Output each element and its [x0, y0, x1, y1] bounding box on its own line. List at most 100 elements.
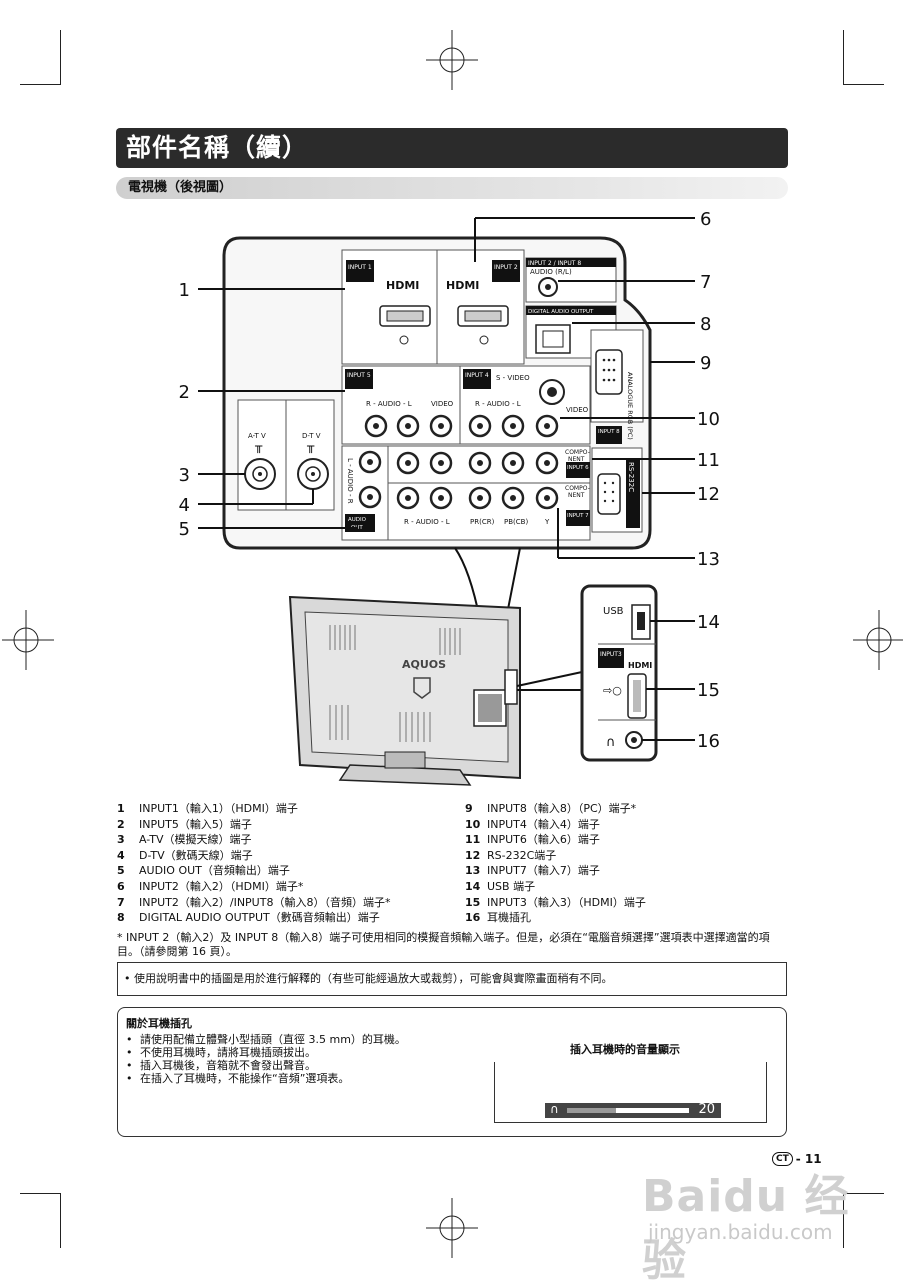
legend-text: INPUT5（輸入5）端子 — [139, 817, 252, 831]
headphone-list: 請使用配備立體聲小型插頭（直徑 3.5 mm）的耳機。 不使用耳機時，請將耳機插… — [126, 1033, 406, 1085]
legend-text: INPUT8（輸入8）（PC）端子* — [487, 802, 637, 815]
volume-display-title: 插入耳機時的音量顯示 — [570, 1043, 680, 1056]
legend-number: 14 — [465, 879, 481, 893]
legend-text: A-TV（模擬天線）端子 — [139, 833, 252, 847]
callout-15: 15 — [697, 680, 720, 701]
crop-mark — [60, 30, 61, 85]
registration-mark-bottom — [426, 1198, 478, 1258]
crop-mark — [843, 84, 884, 85]
legend-text: 耳機插孔 — [487, 911, 531, 925]
legend-item: 5 AUDIO OUT（音頻輸出）端子 — [117, 863, 390, 879]
legend-number: 9 — [465, 802, 473, 815]
list-item: 在插入了耳機時，不能操作“音頻”選項表。 — [126, 1072, 406, 1085]
pb-label: PB(CB) — [504, 518, 528, 526]
input2-label: INPUT 2 — [494, 264, 518, 271]
callout-10: 10 — [697, 409, 720, 430]
input3-badge — [598, 648, 624, 668]
svg-text:╥: ╥ — [306, 439, 315, 453]
page-title: 部件名稱（續） — [116, 128, 788, 168]
legend-number: 13 — [465, 864, 481, 878]
input4-audio-label: R - AUDIO - L — [475, 400, 521, 408]
callout-16: 16 — [697, 731, 720, 752]
callout-1: 1 — [179, 280, 190, 301]
callout-13: 13 — [697, 549, 720, 570]
legend-text: INPUT6（輸入6）端子 — [487, 833, 600, 847]
legend-item: 9 INPUT8（輸入8）（PC）端子* — [465, 801, 646, 817]
callout-11: 11 — [697, 450, 720, 471]
vga-port — [595, 349, 623, 395]
legend-number: 8 — [117, 911, 125, 925]
watermark-brand: Baidu 经验 — [642, 1171, 850, 1286]
crop-mark — [20, 84, 61, 85]
legend-item: 14 USB 端子 — [465, 879, 646, 895]
side-hdmi-logo: HDMI — [628, 661, 652, 670]
digital-audio-output-label: DIGITAL AUDIO OUTPUT — [528, 309, 594, 315]
volume-track — [567, 1108, 689, 1113]
input5-audio-label: R - AUDIO - L — [366, 400, 412, 408]
callout-6: 6 — [700, 209, 711, 230]
legend-text: INPUT4（輸入4）端子 — [487, 817, 600, 831]
page-number: CT - 11 — [772, 1152, 822, 1166]
legend-number: 4 — [117, 848, 125, 862]
footnote: * INPUT 2（輸入2）及 INPUT 8（輸入8）端子可使用相同的模擬音頻… — [117, 931, 770, 958]
legend-number: 2 — [117, 817, 125, 831]
legend-text: INPUT7（輸入7）端子 — [487, 864, 600, 878]
dtv-label: D-T V — [302, 432, 321, 440]
pr-label: PR(CR) — [470, 518, 495, 526]
legend-text: RS-232C端子 — [487, 848, 557, 862]
legend-number: 1 — [117, 802, 125, 815]
s-video-label: S - VIDEO — [496, 374, 530, 382]
crop-mark — [843, 1193, 844, 1248]
input2-input8-label: INPUT 2 / INPUT 8 — [528, 260, 581, 267]
rs232c-port — [597, 473, 621, 515]
svg-text:NENT: NENT — [568, 492, 585, 499]
input4-label: INPUT 4 — [465, 372, 489, 379]
crop-mark — [843, 1193, 884, 1194]
aquos-logo: AQUOS — [402, 658, 446, 671]
input5-badge — [345, 369, 373, 389]
input1-badge — [346, 260, 374, 282]
volume-value: 20 — [698, 1102, 715, 1117]
callout-5: 5 — [179, 519, 190, 540]
legend-number: 12 — [465, 848, 481, 862]
legend-text: INPUT3（輸入3）（HDMI）端子 — [487, 895, 646, 909]
component-label-1: COMPO- — [565, 449, 590, 456]
y-label: Y — [544, 518, 550, 526]
volume-bar: ∩ 20 — [545, 1102, 721, 1118]
svg-text:NENT: NENT — [568, 456, 585, 463]
watermark: Baidu 经验 jingyan.baidu.com — [640, 1150, 890, 1286]
rear-view-diagram: INPUT 1 INPUT 2 HDMI HDMI INPUT 2 / INPU… — [179, 209, 720, 786]
input6-badge — [566, 462, 590, 478]
legend-number: 6 — [117, 879, 125, 893]
language-badge: CT — [772, 1152, 793, 1166]
legend-text: AUDIO OUT（音頻輸出）端子 — [139, 864, 290, 878]
crop-mark — [843, 30, 844, 85]
registration-mark-left — [2, 610, 54, 670]
hdmi-arrow-icon: ⇨○ — [603, 684, 622, 697]
legend-item: 2 INPUT5（輸入5）端子 — [117, 817, 390, 833]
rs232c-label: RS-232C — [627, 462, 635, 492]
input7-badge — [566, 510, 590, 526]
legend-number: 5 — [117, 864, 125, 878]
input4-badge — [463, 369, 491, 389]
list-item: 插入耳機後，音箱就不會發出聲音。 — [126, 1059, 406, 1072]
legend-text: D-TV（數碼天線）端子 — [139, 848, 253, 862]
callout-7: 7 — [700, 272, 711, 293]
atv-label: A-T V — [248, 432, 266, 440]
legend-text: USB 端子 — [487, 879, 536, 893]
headphone-title: 關於耳機插孔 — [126, 1017, 192, 1030]
hdmi1-logo: HDMI — [386, 279, 419, 292]
input5-label: INPUT 5 — [347, 372, 371, 379]
volume-fill — [567, 1108, 616, 1113]
input6-label: INPUT 6 — [567, 465, 589, 471]
list-item: 不使用耳機時，請將耳機插頭拔出。 — [126, 1046, 406, 1059]
input2-badge — [492, 260, 520, 282]
